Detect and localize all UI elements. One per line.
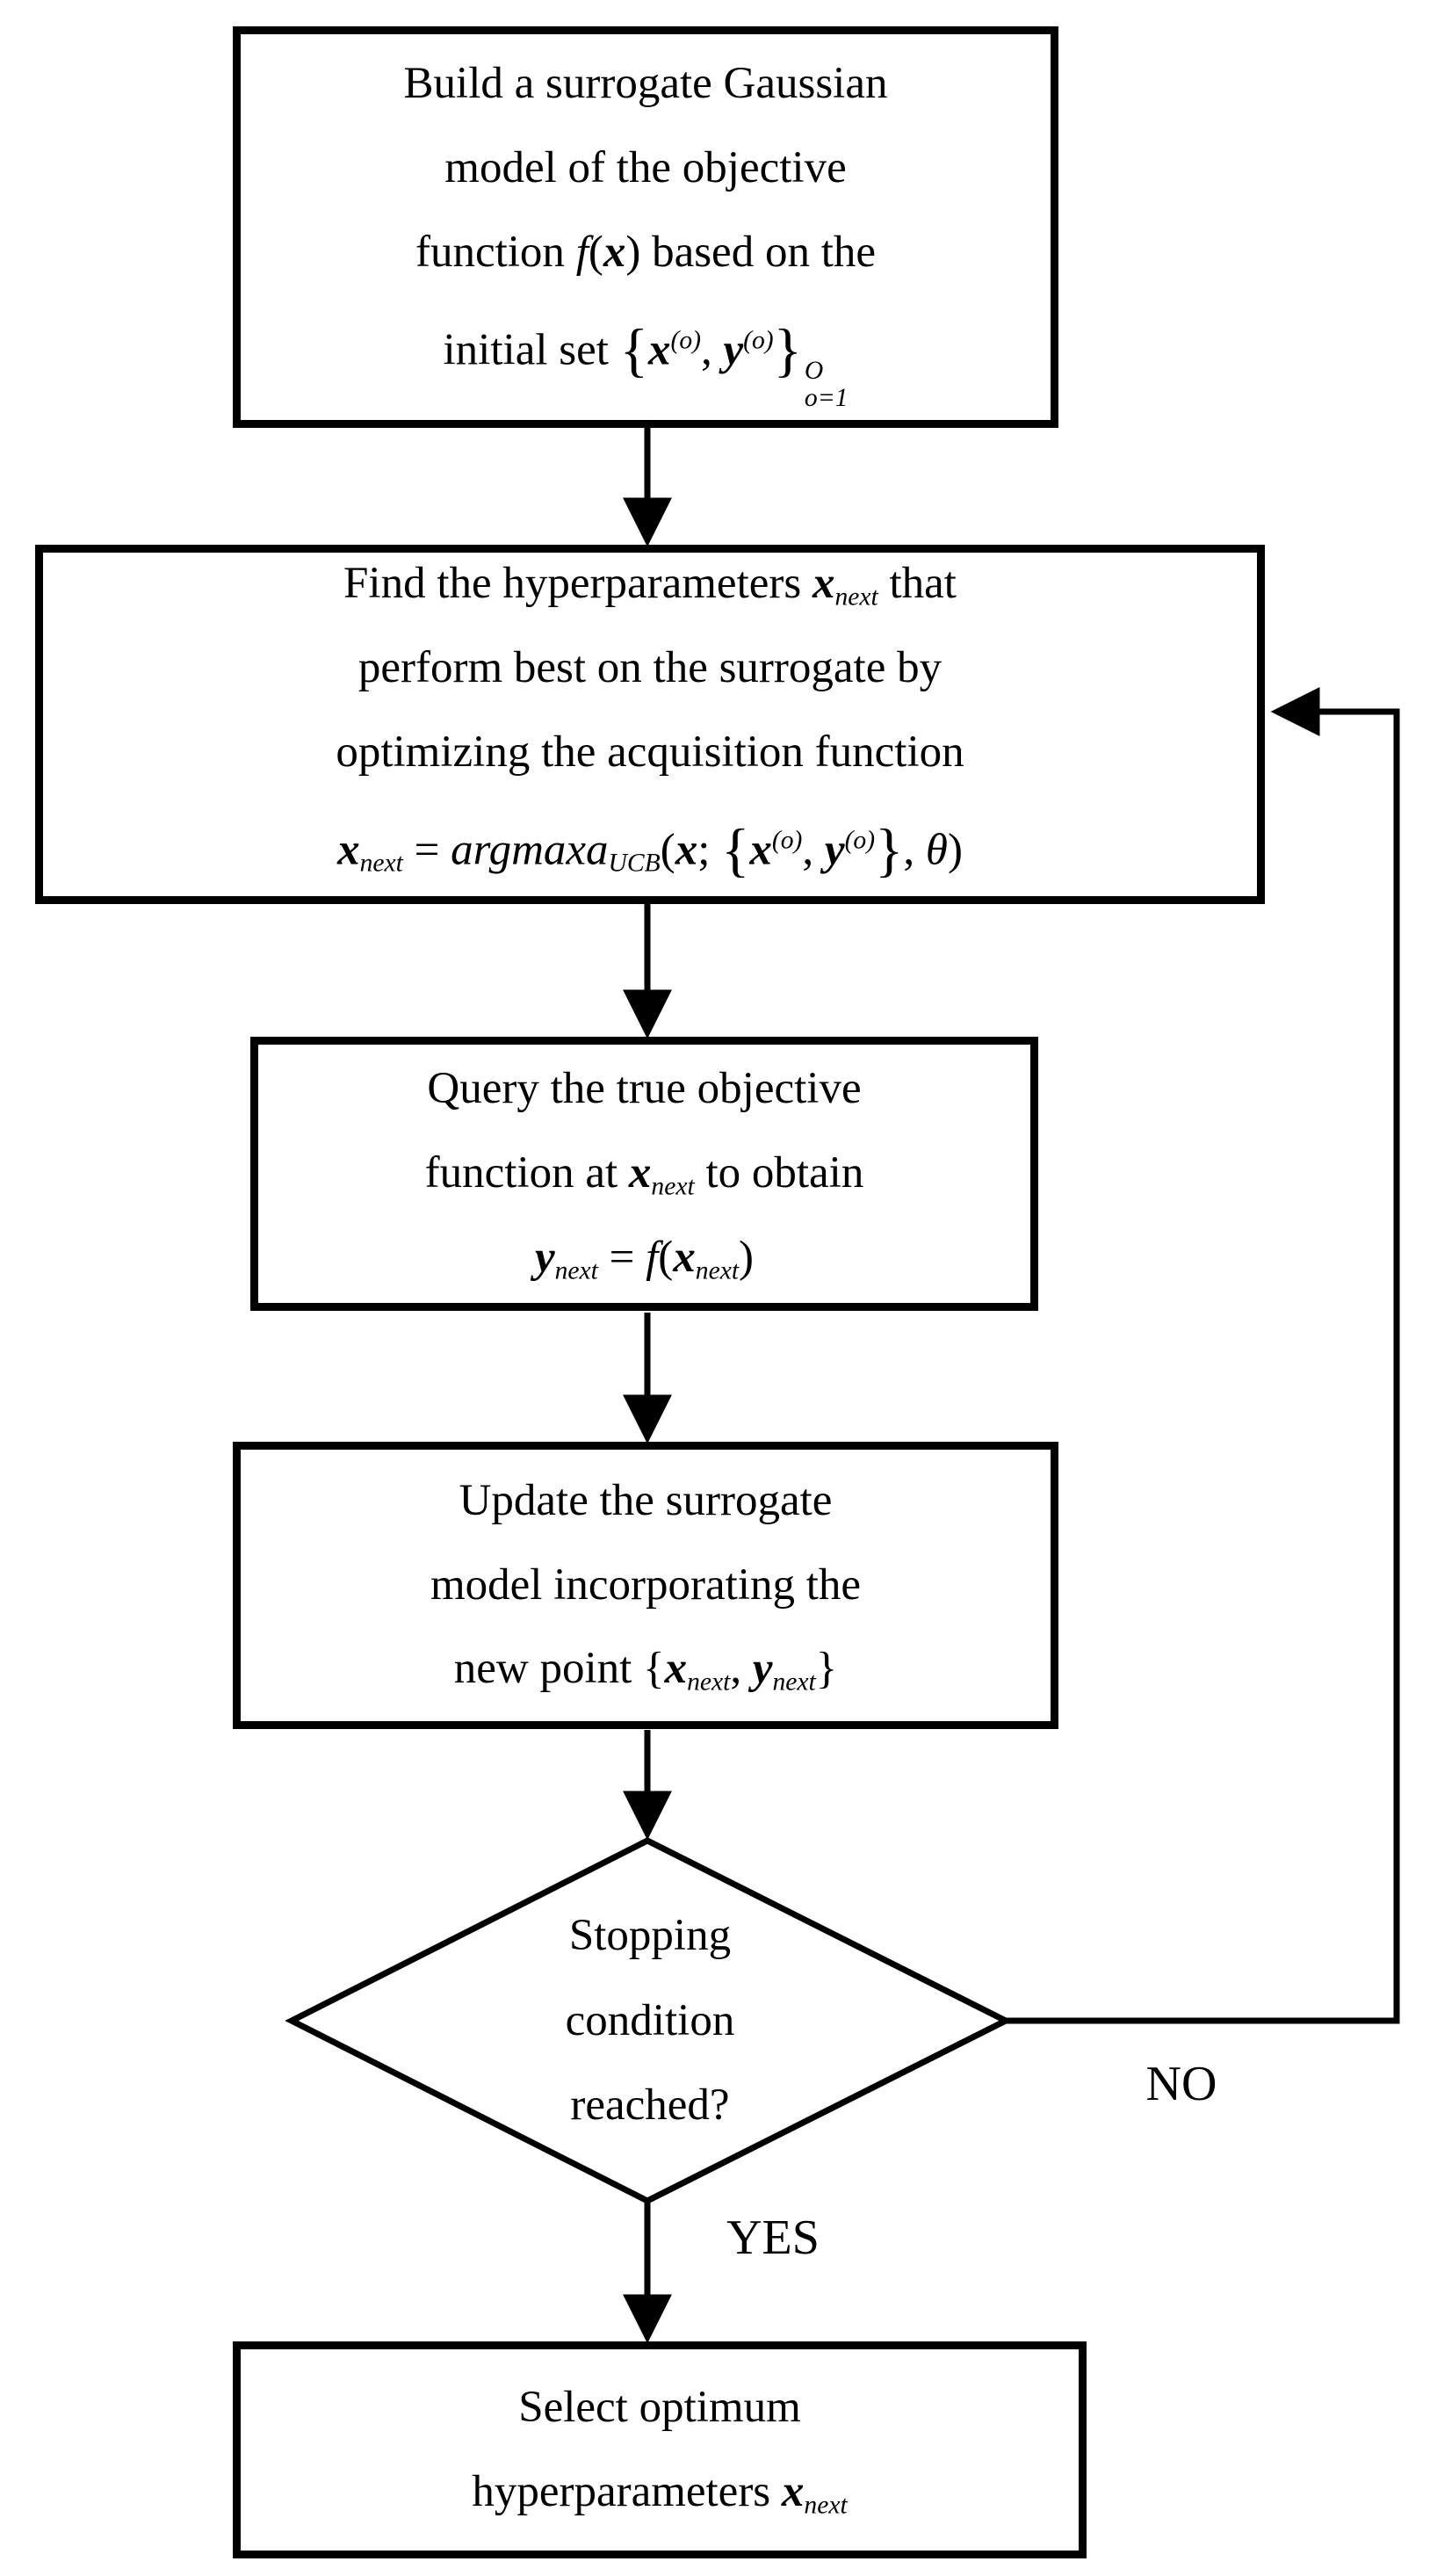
node-text-line: model of the objective <box>444 143 847 193</box>
node-build-surrogate: Build a surrogate Gaussian model of the … <box>233 26 1058 428</box>
node-text-line: Find the hyperparameters xnext that <box>343 559 957 611</box>
node-text-line: optimizing the acquisition function <box>336 727 964 778</box>
node-select-optimum: Select optimum hyperparameters xnext <box>233 2341 1087 2558</box>
node-text-line: hyperparameters xnext <box>472 2466 848 2519</box>
no-loop-connector <box>1006 687 1400 2024</box>
node-text-line: function at xnext to obtain <box>424 1148 864 1201</box>
node-query-objective: Query the true objective function at xne… <box>250 1037 1038 1311</box>
node-text-line: model incorporating the <box>430 1559 862 1610</box>
node-text-line: perform best on the surrogate by <box>358 643 942 693</box>
node-update-surrogate: Update the surrogate model incorporating… <box>233 1442 1058 1729</box>
node-text-line: new point {xnext, ynext} <box>453 1644 838 1697</box>
node-text-line: Build a surrogate Gaussian <box>403 59 888 109</box>
node-text-line: Query the true objective <box>427 1064 862 1114</box>
node-text-line: Stopping <box>568 1910 732 1960</box>
node-text-line: Select optimum <box>518 2382 801 2432</box>
node-find-hyperparameters: Find the hyperparameters xnext that perf… <box>35 545 1265 904</box>
node-text-line: ynext = f(xnext) <box>534 1232 755 1285</box>
node-text-line: Update the surrogate <box>459 1475 833 1525</box>
node-text-line: xnext = argmaxaUCB(x; {x(o), y(o)}, θ) <box>337 817 963 884</box>
node-text-line: condition <box>565 1995 735 2045</box>
node-text-line: function f(x) based on the <box>415 228 877 278</box>
yes-branch-label: YES <box>726 2211 820 2265</box>
node-stopping-condition: Stopping condition reached? <box>378 1889 922 2153</box>
node-text-line: reached? <box>570 2080 730 2131</box>
decision-diamond-shape <box>285 1837 1013 2204</box>
no-branch-label: NO <box>1145 2057 1217 2111</box>
